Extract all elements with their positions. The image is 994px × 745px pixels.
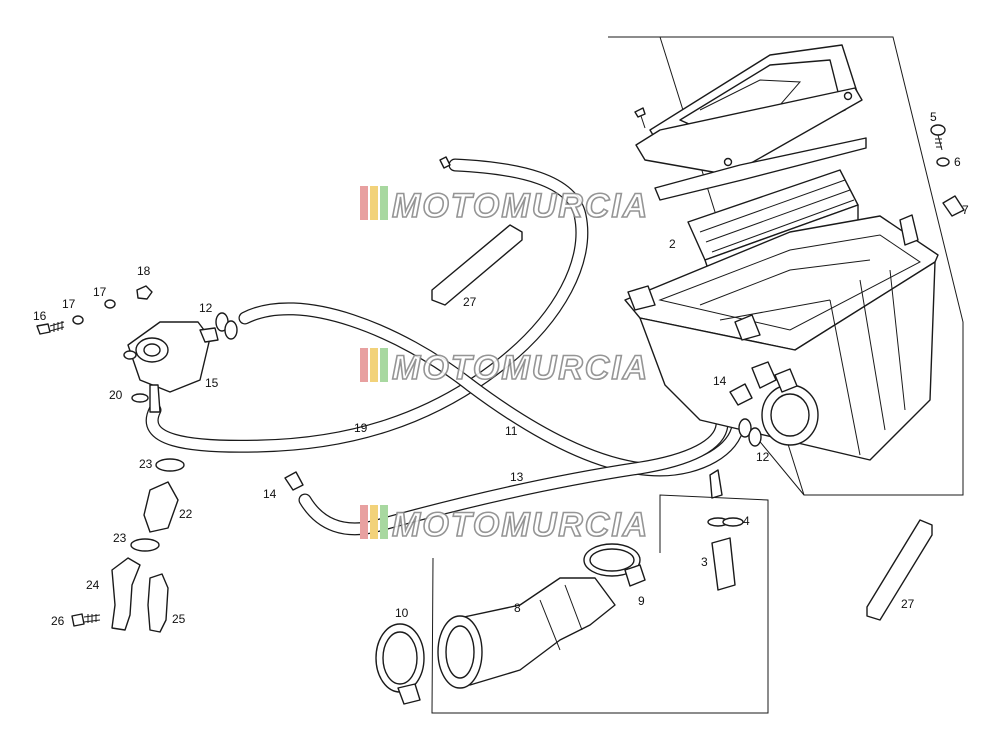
- airbox-cover: [635, 44, 863, 176]
- callout-label: 14: [263, 487, 277, 501]
- callout-label: 9: [638, 594, 645, 608]
- washer-17a: [72, 315, 84, 325]
- watermark-text: MOTOMURCIA: [392, 506, 649, 544]
- callout-label: 6: [954, 155, 961, 169]
- bolt-16: [36, 321, 65, 335]
- bolt-26: [71, 613, 101, 627]
- watermark-stripe-1: [360, 186, 368, 220]
- clamp-23-bottom: [130, 538, 160, 552]
- clamp-4: [707, 517, 744, 527]
- callout-label: 14: [713, 374, 727, 388]
- callout-label: 27: [901, 597, 915, 611]
- callout-label: 8: [514, 601, 521, 615]
- callout-label: 23: [139, 457, 153, 471]
- clamp-23-top: [155, 458, 185, 472]
- callout-label: 20: [109, 388, 123, 402]
- airbox-body: [624, 214, 939, 499]
- callout-label: 13: [510, 470, 524, 484]
- callout-label: 4: [743, 514, 750, 528]
- watermark-bottom: MOTOMURCIA: [360, 505, 649, 545]
- clamp-9: [583, 543, 646, 587]
- fitting-3: [711, 537, 736, 591]
- clamp-12-right: [738, 418, 762, 447]
- clamp-14-center: [729, 383, 753, 406]
- watermark-stripe-2: [370, 505, 378, 539]
- clamp-12-left: [215, 312, 238, 340]
- callout-label: 11: [505, 424, 518, 438]
- hose-22: [143, 481, 179, 533]
- hose-13: [298, 418, 729, 536]
- intake-duct-8: [437, 577, 616, 689]
- callout-label: 7: [962, 203, 969, 217]
- screw-5: [930, 124, 946, 151]
- callout-label: 16: [33, 309, 47, 323]
- callout-label: 24: [86, 578, 100, 592]
- pipe-24: [111, 557, 141, 631]
- callout-label: 5: [930, 110, 937, 124]
- watermark-stripe-2: [370, 186, 378, 220]
- callout-label: 12: [756, 450, 770, 464]
- callout-label: 12: [199, 301, 213, 315]
- airbox-gasket: [654, 137, 867, 201]
- callout-label: 18: [137, 264, 151, 278]
- watermark-stripe-1: [360, 348, 368, 382]
- callout-label: 15: [205, 376, 219, 390]
- callout-label: 10: [395, 606, 409, 620]
- callout-label: 27: [463, 295, 477, 309]
- clamp-20: [131, 393, 149, 403]
- watermark-top: MOTOMURCIA: [360, 186, 649, 226]
- callout-label: 23: [113, 531, 127, 545]
- washer-17b: [104, 299, 116, 309]
- washer-6: [936, 157, 950, 167]
- callout-label: 19: [354, 421, 368, 435]
- clamp-10: [375, 623, 425, 705]
- watermark-stripe-3: [380, 505, 388, 539]
- callout-label: 26: [51, 614, 65, 628]
- hose-19: [145, 158, 589, 453]
- watermark-stripe-2: [370, 348, 378, 382]
- nut-18: [136, 285, 153, 300]
- clip-7: [942, 195, 965, 217]
- callout-label: 2: [669, 237, 676, 251]
- callout-label: 25: [172, 612, 186, 626]
- intake-frame: [431, 494, 769, 714]
- watermark-middle: MOTOMURCIA: [360, 348, 649, 388]
- callout-label: 22: [179, 507, 193, 521]
- hose-stub: [439, 156, 451, 169]
- strip-27-right: [866, 519, 933, 621]
- callout-label: 17: [62, 297, 76, 311]
- secondary-air-valve: [123, 321, 219, 413]
- watermark-text: MOTOMURCIA: [392, 349, 649, 387]
- gasket-25: [147, 573, 169, 633]
- callout-labels: 2 5 6 7 27 18 17 17 16 12 15 20 19 11 14…: [33, 110, 969, 628]
- strip-27-left: [431, 224, 523, 306]
- clamp-14-left: [284, 471, 304, 491]
- watermark-text: MOTOMURCIA: [392, 187, 649, 225]
- cover-screw: [634, 107, 646, 129]
- callout-label: 17: [93, 285, 107, 299]
- watermark-stripe-1: [360, 505, 368, 539]
- watermark-stripe-3: [380, 348, 388, 382]
- hose-11: [238, 302, 745, 477]
- watermark-stripe-3: [380, 186, 388, 220]
- callout-label: 3: [701, 555, 708, 569]
